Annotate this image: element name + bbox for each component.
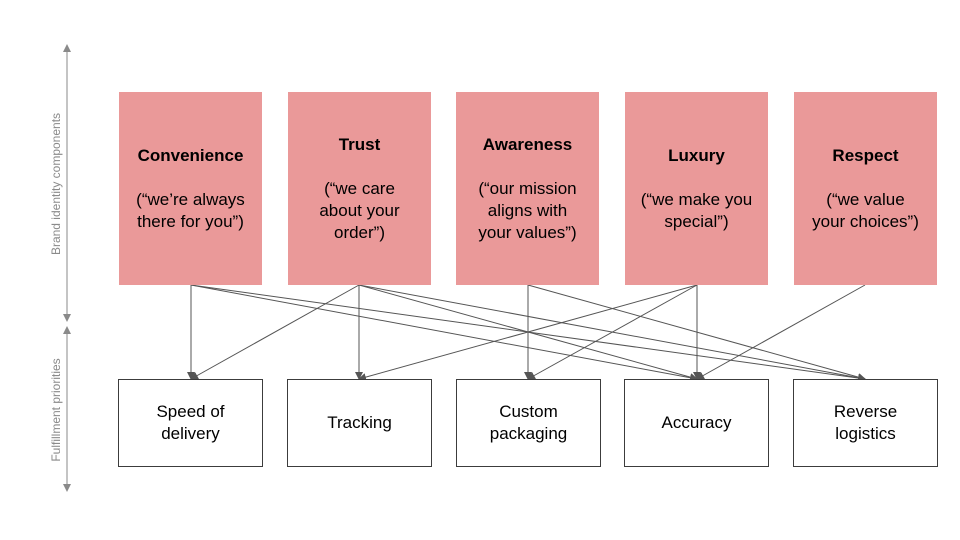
priority-label: Custom packaging xyxy=(489,402,568,443)
brand-title: Luxury xyxy=(668,145,725,165)
connection-arrow xyxy=(358,284,698,381)
brand-box-convenience: Convenience (“we’re always there for you… xyxy=(119,92,262,285)
brand-title: Trust xyxy=(338,134,381,154)
connection-arrow xyxy=(527,284,698,380)
priority-box-accuracy: Accuracy xyxy=(624,379,769,467)
brand-quote: (“we value your choices”) xyxy=(812,189,919,231)
brand-box-awareness: Awareness (“our mission aligns with your… xyxy=(456,92,599,285)
brand-quote: (“we make you special”) xyxy=(640,189,753,231)
priority-label: Reverse logistics xyxy=(833,402,898,443)
connection-arrow xyxy=(696,284,866,380)
priority-box-tracking: Tracking xyxy=(287,379,432,467)
brand-title: Awareness xyxy=(482,134,573,154)
connection-lines xyxy=(187,284,866,382)
brand-identity-axis-label: Brand identity components xyxy=(49,112,63,256)
brand-title: Convenience xyxy=(137,145,244,165)
brand-quote: (“we’re always there for you”) xyxy=(136,189,245,231)
priority-label: Tracking xyxy=(327,413,392,432)
brand-box-luxury: Luxury (“we make you special”) xyxy=(625,92,768,285)
priority-box-reverse-logistics: Reverse logistics xyxy=(793,379,938,467)
priority-box-custom-packaging: Custom packaging xyxy=(456,379,601,467)
brand-title: Respect xyxy=(832,145,899,165)
brand-box-trust: Trust (“we care about your order”) xyxy=(288,92,431,285)
brand-box-respect: Respect (“we value your choices”) xyxy=(794,92,937,285)
brand-quote: (“we care about your order”) xyxy=(319,178,400,242)
connection-arrow xyxy=(190,284,360,380)
priority-label: Accuracy xyxy=(661,413,732,432)
brand-quote: (“our mission aligns with your values”) xyxy=(478,178,577,242)
priority-label: Speed of delivery xyxy=(156,402,225,443)
connection-arrow xyxy=(190,284,698,382)
priority-box-speed-of-delivery: Speed of delivery xyxy=(118,379,263,467)
fulfillment-priorities-axis-label: Fulfillment priorities xyxy=(49,358,63,462)
